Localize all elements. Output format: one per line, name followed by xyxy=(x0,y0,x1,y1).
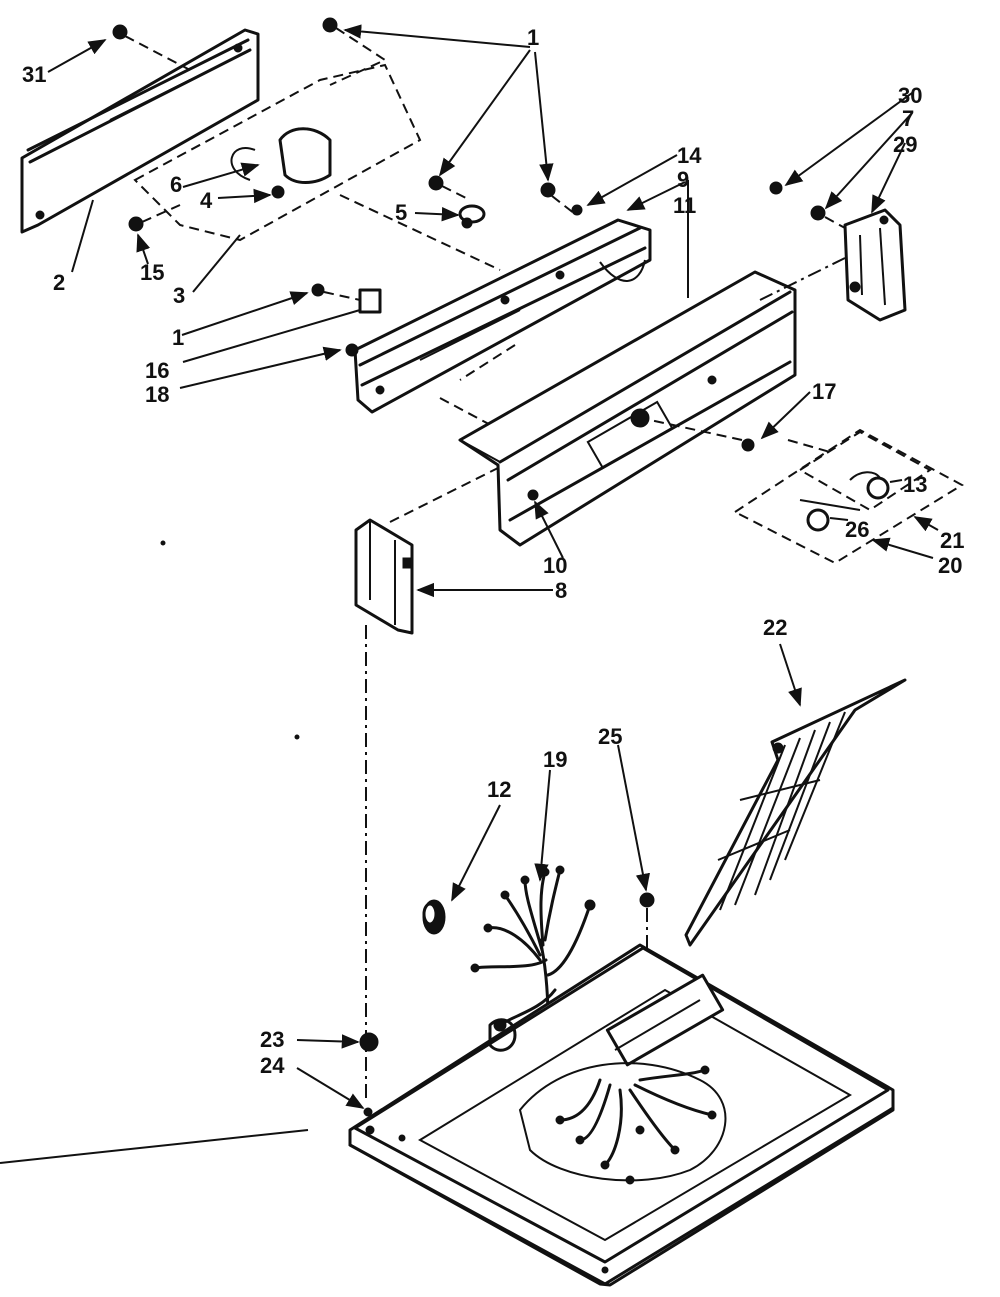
callout-7: 7 xyxy=(902,106,914,131)
lint-screen-part xyxy=(684,678,907,947)
screw-1-top xyxy=(322,17,388,86)
callout-25: 25 xyxy=(598,724,622,749)
grommet-23 xyxy=(359,1032,379,1052)
callout-8: 8 xyxy=(555,578,567,603)
callout-15: 15 xyxy=(140,260,164,285)
switch-part-5 xyxy=(458,204,486,229)
wire-harness-part xyxy=(470,865,596,1032)
end-cap-part xyxy=(843,208,907,322)
callout-14: 14 xyxy=(677,143,702,168)
callout-3: 3 xyxy=(173,283,185,308)
screw-1-lower xyxy=(311,283,382,314)
screw-17 xyxy=(649,419,755,452)
control-console-part xyxy=(458,270,797,547)
clip-part-14 xyxy=(571,204,583,216)
screw-1-right xyxy=(540,182,576,215)
callout-23: 23 xyxy=(260,1027,284,1052)
callout-2: 2 xyxy=(53,270,65,295)
callout-labels: 31 1 6 4 5 2 15 3 1 16 18 14 9 11 30 7 2… xyxy=(22,25,964,1078)
terminal-block-part xyxy=(422,899,446,935)
knob-group-part xyxy=(733,428,965,565)
callout-31: 31 xyxy=(22,62,46,87)
callout-26: 26 xyxy=(845,517,869,542)
rear-panel-part xyxy=(20,28,260,234)
screw-18 xyxy=(345,343,359,357)
callout-1-top: 1 xyxy=(527,25,539,50)
callout-18: 18 xyxy=(145,382,169,407)
screw-15 xyxy=(128,204,181,232)
callout-13: 13 xyxy=(903,472,927,497)
screw-24 xyxy=(363,1107,373,1117)
callout-24: 24 xyxy=(260,1053,285,1078)
callout-16: 16 xyxy=(145,358,169,383)
callout-19: 19 xyxy=(543,747,567,772)
callout-1-lower: 1 xyxy=(172,325,184,350)
callout-4: 4 xyxy=(200,188,213,213)
callout-20: 20 xyxy=(938,553,962,578)
control-channel-part xyxy=(353,218,652,414)
control-box-part xyxy=(354,518,414,635)
callout-11: 11 xyxy=(673,193,696,218)
screw-31 xyxy=(112,24,191,71)
callout-17: 17 xyxy=(812,379,836,404)
screw-1-mid xyxy=(428,175,471,201)
callout-5: 5 xyxy=(395,200,407,225)
callout-22: 22 xyxy=(763,615,787,640)
callout-9: 9 xyxy=(677,167,689,192)
callout-12: 12 xyxy=(487,777,511,802)
callout-30: 30 xyxy=(898,83,922,108)
leader-lines xyxy=(47,24,939,1109)
callout-10: 10 xyxy=(543,553,567,578)
top-cover-part xyxy=(348,943,895,1287)
callout-6: 6 xyxy=(170,172,182,197)
callout-21: 21 xyxy=(940,528,964,553)
screws-30-7 xyxy=(769,181,846,229)
callout-29: 29 xyxy=(893,132,917,157)
